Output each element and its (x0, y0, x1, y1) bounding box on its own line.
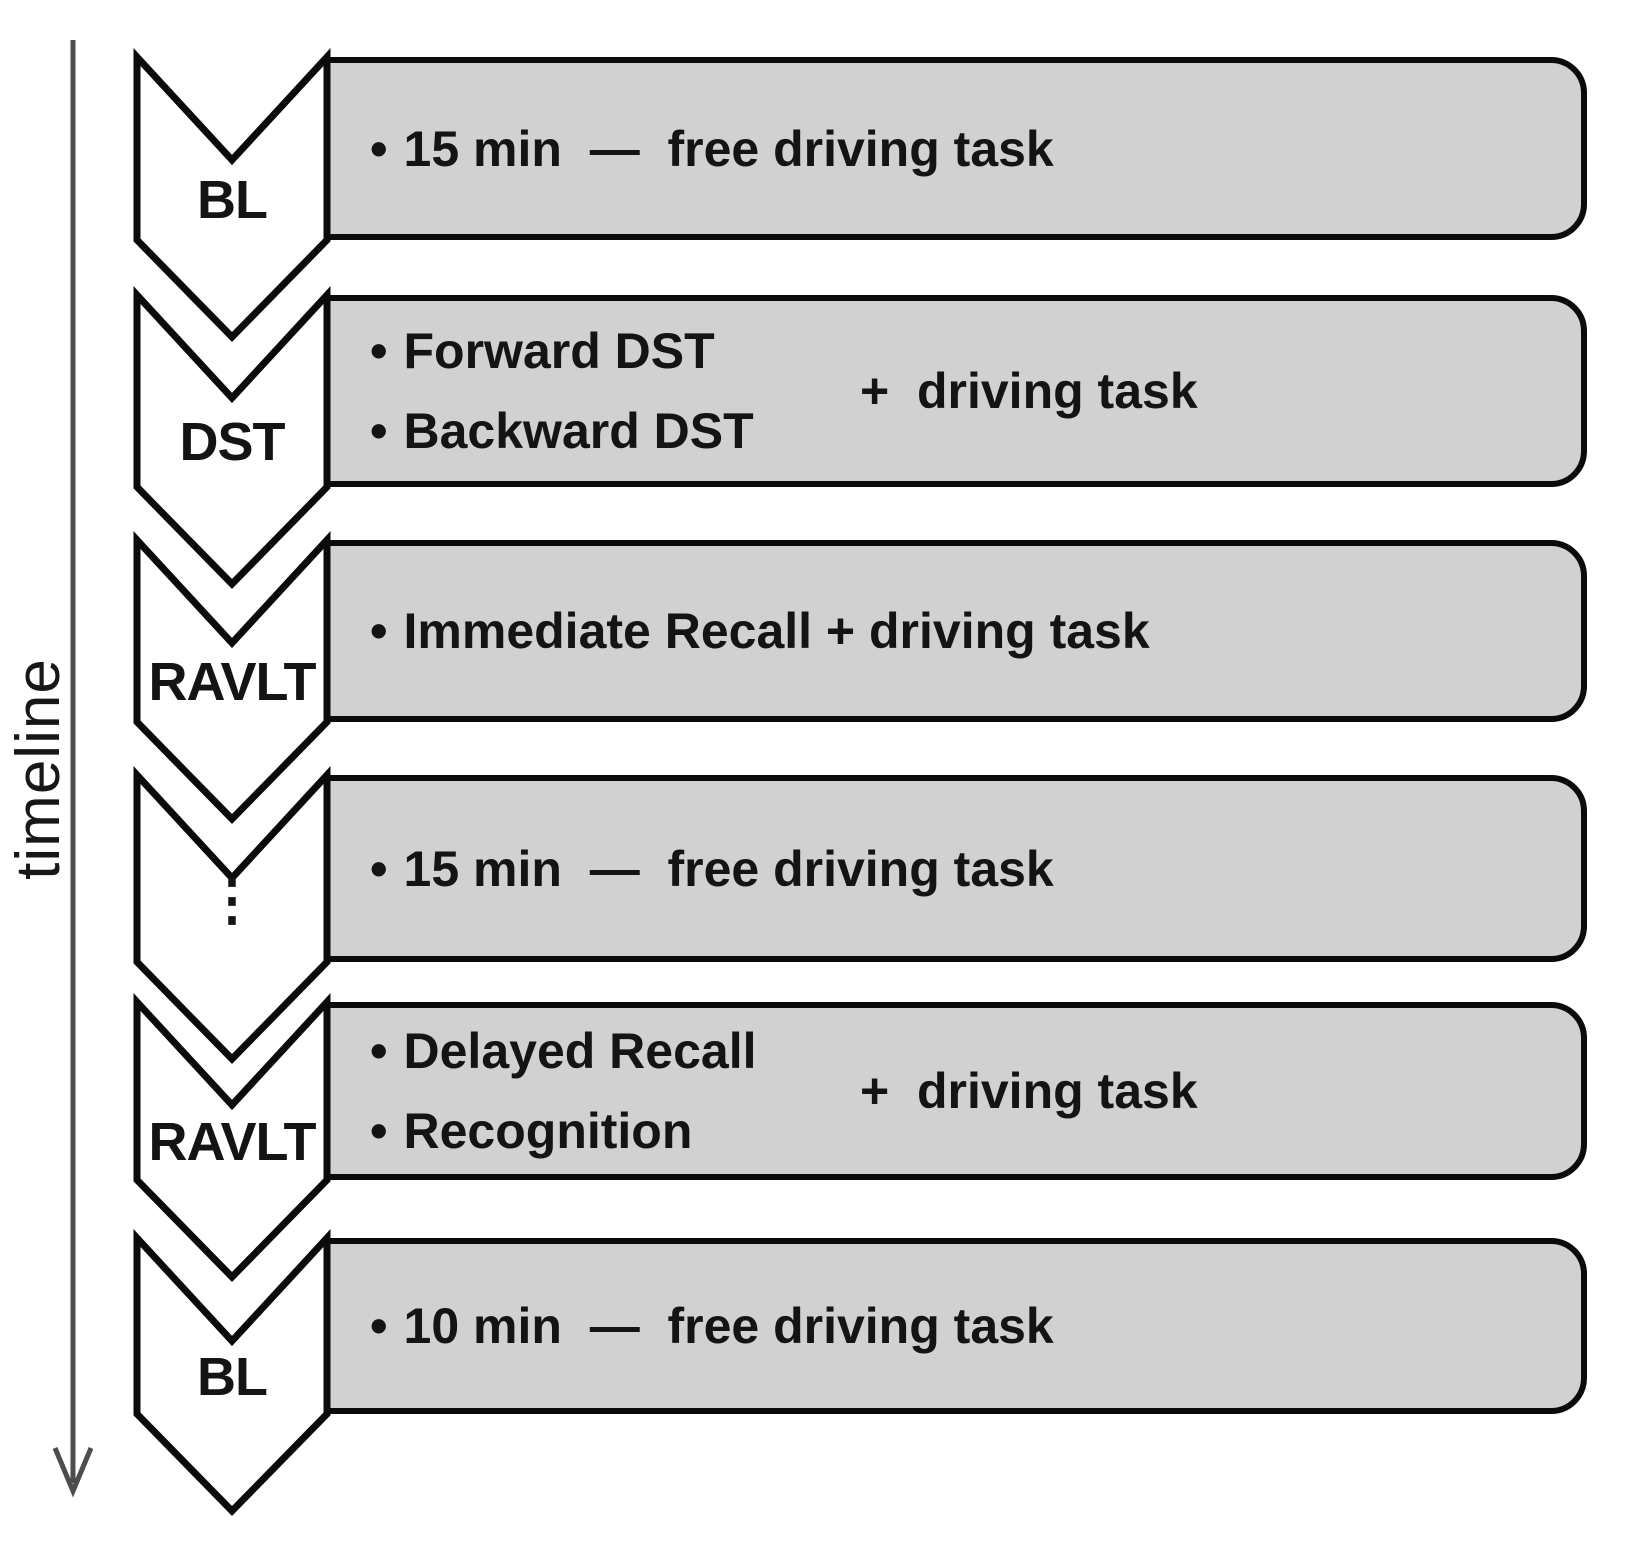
stage-label: BL (197, 170, 268, 230)
task-line: • 15 min — free driving task (370, 829, 1581, 909)
task-text: Backward DST (403, 403, 754, 459)
task-text: 15 min — free driving task (403, 840, 1054, 897)
stage-label: DST (179, 412, 286, 472)
bullet-icon: • (370, 403, 388, 459)
timeline-arrow (52, 40, 94, 1498)
bullet-icon: • (370, 323, 388, 379)
task-line: • 10 min — free driving task (370, 1286, 1581, 1366)
task-line: • Recognition (370, 1091, 1581, 1171)
stage-label: RAVLT (148, 1112, 317, 1172)
task-line: • Delayed Recall (370, 1011, 1581, 1091)
task-line: • Immediate Recall + driving task (370, 591, 1581, 671)
task-box: • Forward DST • Backward DST + driving tas… (324, 295, 1587, 487)
stage-label: RAVLT (148, 652, 317, 712)
chevron-down-icon (133, 531, 331, 825)
chevron-down-icon (133, 1229, 331, 1517)
task-text: 10 min — free driving task (403, 1298, 1054, 1354)
task-box: • Delayed Recall • Recognition + driving t… (324, 1002, 1587, 1180)
task-box: • Immediate Recall + driving task (324, 540, 1587, 722)
task-line: • Forward DST (370, 311, 1581, 391)
task-box: • 10 min — free driving task (324, 1238, 1587, 1414)
timeline-label: timeline (3, 658, 73, 880)
task-text: Recognition (403, 1103, 693, 1159)
bullet-icon: • (370, 603, 388, 659)
chevron-down-icon (133, 993, 331, 1283)
bullet-icon: • (370, 120, 388, 177)
task-box: • 15 min — free driving task (324, 775, 1587, 962)
task-text: 15 min — free driving task (403, 120, 1054, 177)
bullet-icon: • (370, 1023, 388, 1079)
stage-label: BL (197, 1347, 268, 1407)
task-box: • 15 min — free driving task (324, 57, 1587, 240)
task-text: Forward DST (403, 323, 715, 379)
bullet-icon: • (370, 840, 388, 897)
task-line: • 15 min — free driving task (370, 109, 1581, 189)
chevron-down-icon (133, 286, 331, 590)
chevron-down-icon (133, 766, 331, 1065)
arrowhead-down-icon (52, 1447, 94, 1498)
task-text: Delayed Recall (403, 1023, 757, 1079)
bullet-icon: • (370, 1298, 388, 1354)
chevron-down-icon (133, 48, 331, 343)
side-text: + driving task (860, 363, 1198, 419)
ellipsis-icon: ⋮ (204, 868, 260, 931)
task-text: Immediate Recall + driving task (403, 603, 1150, 659)
task-line: • Backward DST (370, 391, 1581, 471)
bullet-icon: • (370, 1103, 388, 1159)
side-text: + driving task (860, 1063, 1198, 1119)
